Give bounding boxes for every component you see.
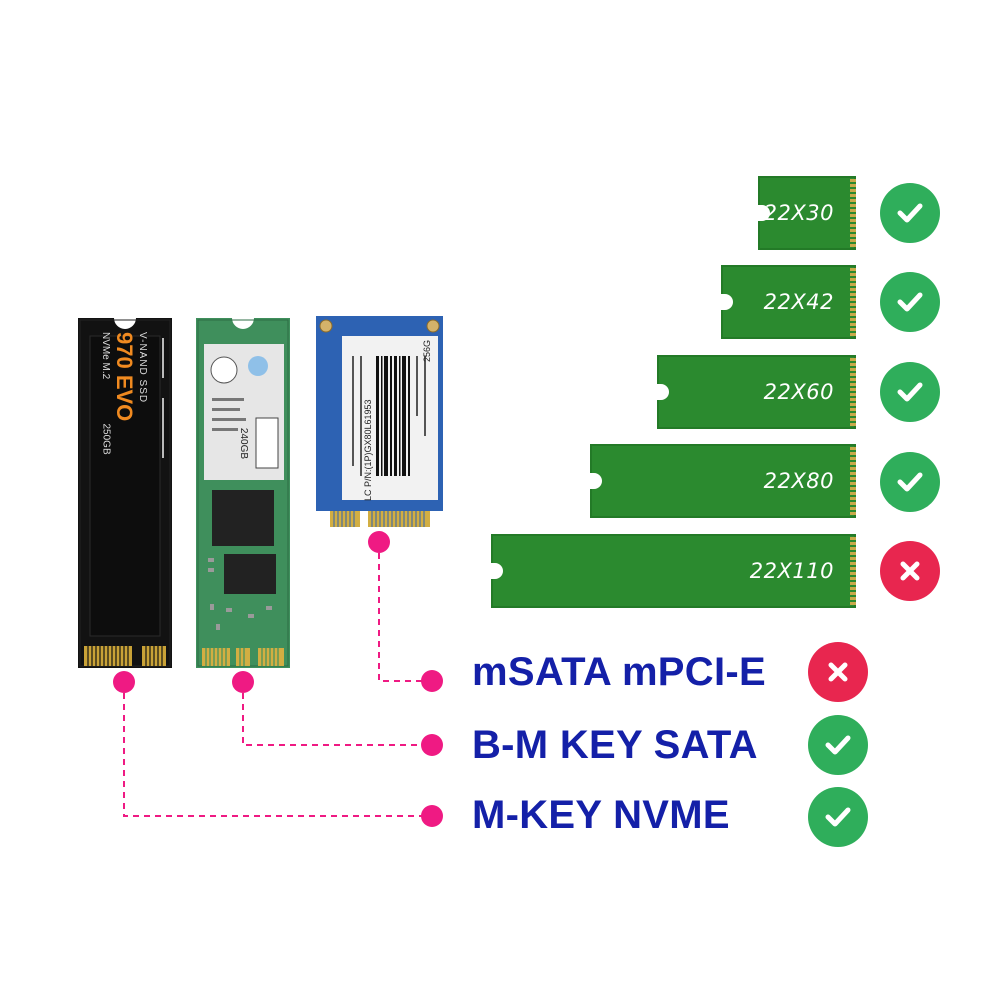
cross-icon [808, 642, 868, 702]
check-icon [808, 787, 868, 847]
size-label: 22X42 [763, 290, 834, 314]
size-label: 22X110 [749, 559, 834, 583]
nvme-ssd-image: V-NAND SSD 970 EVO NVMe M.2 250GB [78, 318, 172, 668]
connector-dot [113, 671, 135, 693]
board-notch [588, 473, 602, 489]
connector-dot [421, 805, 443, 827]
check-icon [880, 452, 940, 512]
connector-dot [421, 670, 443, 692]
connector-dot [421, 734, 443, 756]
board-contacts [850, 358, 856, 426]
board-notch [489, 563, 503, 579]
size-board-22x110: 22X110 [489, 534, 856, 608]
size-label: 22X30 [763, 201, 834, 225]
board-notch [719, 294, 733, 310]
board-contacts [850, 447, 856, 515]
board-notch [655, 384, 669, 400]
type-label-msata: mSATA mPCI-E [472, 650, 766, 694]
board-contacts [850, 537, 856, 605]
check-icon [880, 183, 940, 243]
check-icon [808, 715, 868, 775]
size-board-22x80: 22X80 [588, 444, 856, 518]
size-board-22x42: 22X42 [719, 265, 856, 339]
board-contacts [850, 179, 856, 247]
size-label: 22X60 [763, 380, 834, 404]
type-label-sata: B-M KEY SATA [472, 723, 758, 767]
size-board-22x30: 22X30 [756, 176, 856, 250]
cross-icon [880, 541, 940, 601]
board-contacts [850, 268, 856, 336]
check-icon [880, 362, 940, 422]
msata-ssd-image: LC P/N:(1P)GX80L61953 256G [316, 316, 443, 529]
sata-m2-ssd-image: 240GB [196, 318, 290, 668]
connector-dot [368, 531, 390, 553]
size-label: 22X80 [763, 469, 834, 493]
check-icon [880, 272, 940, 332]
board-notch [756, 205, 770, 221]
type-label-nvme: M-KEY NVME [472, 793, 730, 837]
size-board-22x60: 22X60 [655, 355, 856, 429]
connector-dot [232, 671, 254, 693]
